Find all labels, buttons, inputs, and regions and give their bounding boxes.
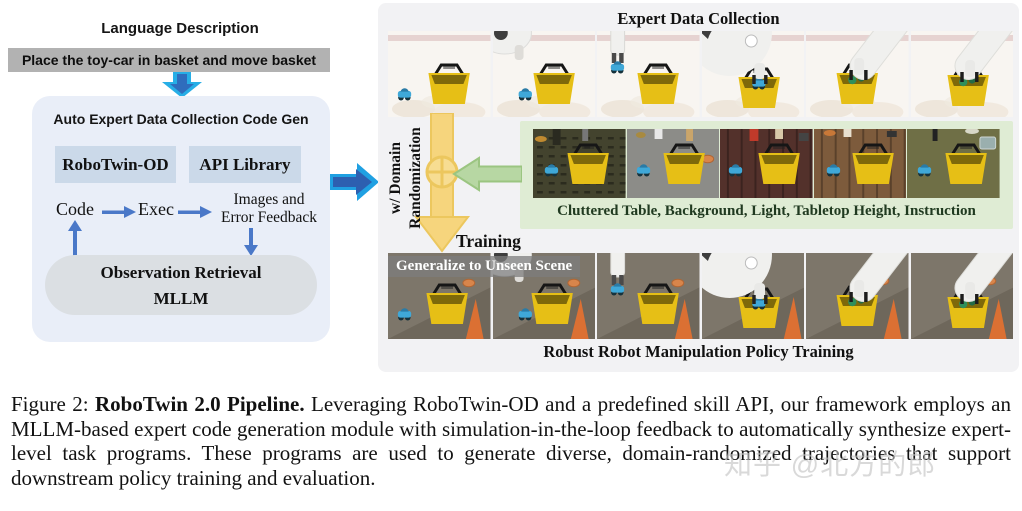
mllm-pill: Observation Retrieval MLLM xyxy=(45,255,317,315)
instruction-text: Place the toy-car in basket and move bas… xyxy=(8,48,330,72)
randomization-caption: Cluttered Table, Background, Light, Tabl… xyxy=(557,203,976,219)
feedback-down-arrow-icon xyxy=(244,228,258,256)
exec-label: Exec xyxy=(138,199,174,219)
pipeline-right-arrow-icon xyxy=(330,163,379,201)
feedback-line1: Images and xyxy=(233,191,305,208)
expert-data-frames xyxy=(388,31,1013,117)
randomization-panel: Cluttered Table, Background, Light, Tabl… xyxy=(520,121,1013,229)
robotwin-od-box: RoboTwin-OD xyxy=(55,146,176,183)
augmentation-left-arrow-icon xyxy=(452,156,522,192)
caption-body: Leveraging RoboTwin-OD and a predefined … xyxy=(11,392,1012,490)
domain-label-line1: w/ Domain xyxy=(387,142,404,214)
randomization-frames xyxy=(533,129,1000,198)
policy-training-caption: Robust Robot Manipulation Policy Trainin… xyxy=(543,342,854,361)
generalize-overlay-label: Generalize to Unseen Scene xyxy=(388,256,581,277)
scene-frame xyxy=(626,129,720,198)
feedback-label: Images and Error Feedback xyxy=(210,191,328,227)
scene-frame xyxy=(597,253,700,339)
scene-frame xyxy=(910,253,1013,339)
scene-frame xyxy=(597,31,700,117)
codegen-panel: Auto Expert Data Collection Code Gen Rob… xyxy=(32,96,330,342)
scene-frame xyxy=(492,31,595,117)
scene-frame xyxy=(910,31,1013,117)
scene-frame xyxy=(701,31,804,117)
right-panel: Expert Data Collection w/ Domain Randomi… xyxy=(378,3,1019,372)
caption-prefix: Figure 2: xyxy=(11,392,95,416)
domain-label-line2: Randomization xyxy=(407,127,424,229)
scene-frame xyxy=(907,129,1000,198)
domain-randomization-arrow-icon xyxy=(414,113,470,253)
scene-frame xyxy=(701,253,804,339)
mllm-line2: MLLM xyxy=(153,289,209,308)
feedback-up-arrow-icon xyxy=(68,220,82,256)
down-arrow-icon xyxy=(162,72,202,98)
scene-frame xyxy=(806,31,909,117)
scene-frame xyxy=(533,129,626,198)
codegen-title: Auto Expert Data Collection Code Gen xyxy=(53,111,309,127)
policy-training-frames: Generalize to Unseen Scene xyxy=(388,253,1013,339)
figure-caption: Figure 2: RoboTwin 2.0 Pipeline. Leverag… xyxy=(11,392,1011,490)
feedback-line2: Error Feedback xyxy=(221,209,317,226)
api-library-box: API Library xyxy=(189,146,301,183)
watermark: 知乎 @北方的郎 xyxy=(724,449,937,480)
language-description-heading: Language Description xyxy=(101,20,259,37)
domain-randomization-label: w/ Domain Randomization xyxy=(386,118,428,238)
caption-bold-title: RoboTwin 2.0 Pipeline. xyxy=(94,392,305,416)
flow-arrow-icon xyxy=(102,206,136,218)
flow-arrow-icon xyxy=(178,206,212,218)
expert-data-collection-title: Expert Data Collection xyxy=(617,9,780,28)
scene-frame xyxy=(388,31,491,117)
code-label: Code xyxy=(56,199,94,219)
scene-frame xyxy=(806,253,909,339)
scene-frame xyxy=(813,129,907,198)
training-label: Training xyxy=(456,231,521,251)
scene-frame xyxy=(720,129,813,198)
mllm-line1: Observation Retrieval xyxy=(100,263,262,282)
